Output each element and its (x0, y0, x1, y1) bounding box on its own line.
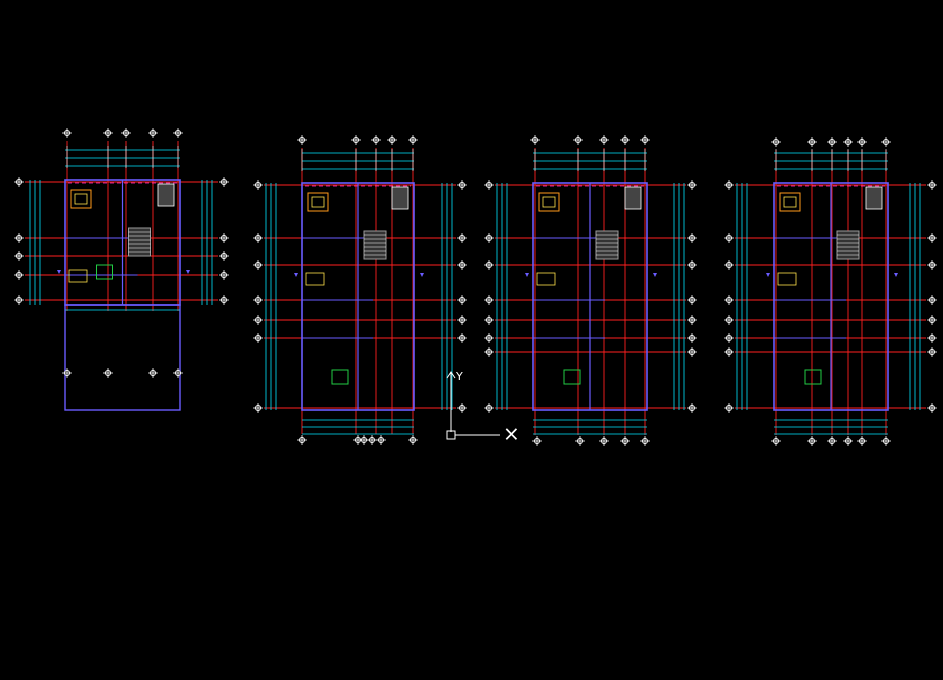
fixture-block (777, 272, 797, 286)
section-marker-icon (57, 270, 61, 274)
section-marker-icon (294, 273, 298, 277)
crosshair-cursor-icon[interactable]: × (503, 422, 520, 446)
stair-hatch (363, 230, 387, 260)
ucs-icon: Y × (446, 370, 520, 446)
furniture-detail (783, 196, 797, 208)
floor-plans-layer (14, 128, 937, 446)
furniture-detail (542, 196, 556, 208)
planter-block (331, 369, 349, 385)
planter-block (563, 369, 581, 385)
fixture-block (305, 272, 325, 286)
section-marker-icon (525, 273, 529, 277)
floor-plan-1 (14, 128, 229, 411)
ucs-y-label: Y (455, 370, 463, 383)
section-marker-icon (766, 273, 770, 277)
hatched-area (391, 186, 409, 210)
planter-block (96, 264, 113, 280)
furniture-detail (311, 196, 325, 208)
stair-hatch (836, 230, 860, 260)
furniture-block (779, 192, 801, 212)
fixture-block (68, 269, 88, 283)
fixture-block (536, 272, 556, 286)
floor-plan-4 (724, 137, 937, 446)
hatched-area (865, 186, 883, 210)
hatched-area (624, 186, 642, 210)
section-marker-icon (420, 273, 424, 277)
stair-hatch (595, 230, 619, 260)
section-marker-icon (653, 273, 657, 277)
furniture-block (70, 189, 92, 209)
section-marker-icon (894, 273, 898, 277)
furniture-block (538, 192, 560, 212)
planter-block (804, 369, 822, 385)
hatched-area (157, 183, 175, 207)
lower-frame (64, 304, 181, 411)
stair-hatch (128, 227, 151, 257)
section-marker-icon (186, 270, 190, 274)
furniture-detail (74, 193, 88, 205)
floor-plan-2 (253, 135, 467, 445)
furniture-block (307, 192, 329, 212)
ucs-y-arrow-icon (446, 371, 456, 379)
floor-plan-3 (484, 135, 697, 446)
